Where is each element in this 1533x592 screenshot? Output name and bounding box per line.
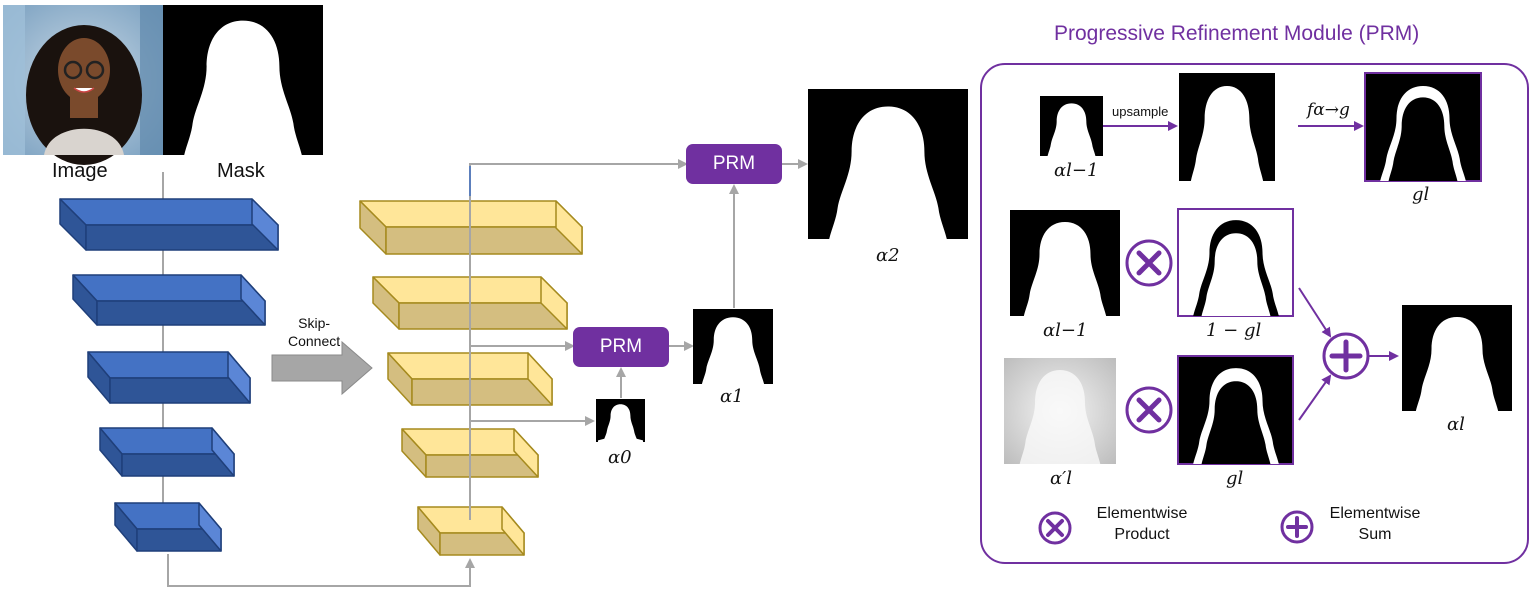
skip-connect-arrow <box>271 340 373 396</box>
legend-sum-icon <box>1280 510 1314 544</box>
prm-2-label: PRM <box>712 153 756 174</box>
legend-product-label: Elementwise Product <box>1096 505 1188 543</box>
prm-alpha-prime <box>1004 358 1116 464</box>
product-symbol-2 <box>1125 386 1173 434</box>
skip-connect-label: Skip- Connect <box>288 315 341 349</box>
legend-sum-label: Elementwise Sum <box>1329 505 1421 543</box>
g-label-bottom: gl <box>1226 468 1244 489</box>
sum-symbol <box>1322 332 1370 380</box>
encoder-block-3 <box>87 351 251 404</box>
alpha1-label: α1 <box>720 386 744 407</box>
mask-label: Mask <box>217 160 265 182</box>
alpha0-label: α0 <box>608 447 632 468</box>
prm-1-label: PRM <box>599 336 643 357</box>
alpha-prime-label: α′l <box>1050 468 1072 489</box>
encoder-block-5 <box>114 502 222 552</box>
prm-block-1 <box>573 327 669 367</box>
legend-product-icon <box>1038 511 1072 545</box>
alpha2-label: α2 <box>876 245 900 266</box>
prm-g-map-top <box>1364 72 1482 182</box>
alpha1-matte <box>693 309 773 384</box>
alpha-prev-label-mid: αl−1 <box>1043 320 1088 341</box>
upsample-label: upsample <box>1112 104 1169 119</box>
alpha-prev-label-top: αl−1 <box>1054 160 1099 181</box>
prm-g-map-bottom <box>1177 355 1294 465</box>
alpha-output-label: αl <box>1447 414 1465 435</box>
product-symbol-1 <box>1125 239 1173 287</box>
lower-branch-to-sum <box>1298 374 1332 421</box>
decoder-blocks <box>359 200 583 556</box>
encoder-block-2 <box>72 274 266 326</box>
prm-alpha-prev-large <box>1010 210 1120 316</box>
decoder-to-prm2-line <box>469 159 688 196</box>
prm-alpha-output <box>1402 305 1512 411</box>
prm-alpha-prev-small <box>1040 96 1103 156</box>
input-image <box>3 5 163 165</box>
image-label: Image <box>52 160 108 182</box>
bottleneck-connection <box>167 554 475 587</box>
prm-alpha-upsampled <box>1179 73 1275 181</box>
decoder-block-3 <box>387 352 553 406</box>
input-mask <box>163 5 323 155</box>
encoder-blocks <box>59 198 279 552</box>
one-minus-g-label: 1 − gl <box>1206 320 1262 341</box>
alpha0-matte <box>596 399 645 442</box>
f-alpha-to-g-label: fα→g <box>1307 100 1350 120</box>
prm-panel-border <box>980 63 1529 564</box>
prm-panel-title: Progressive Refinement Module (PRM) <box>1054 22 1420 45</box>
g-label-top: gl <box>1412 184 1430 205</box>
decoder-block-2 <box>372 276 568 330</box>
upper-branch-to-sum <box>1298 287 1332 338</box>
prm-one-minus-g-map <box>1177 208 1294 317</box>
encoder-block-4 <box>99 427 235 477</box>
alpha2-matte <box>808 89 968 240</box>
prm-block-2 <box>686 144 782 184</box>
encoder-block-1 <box>59 198 279 251</box>
